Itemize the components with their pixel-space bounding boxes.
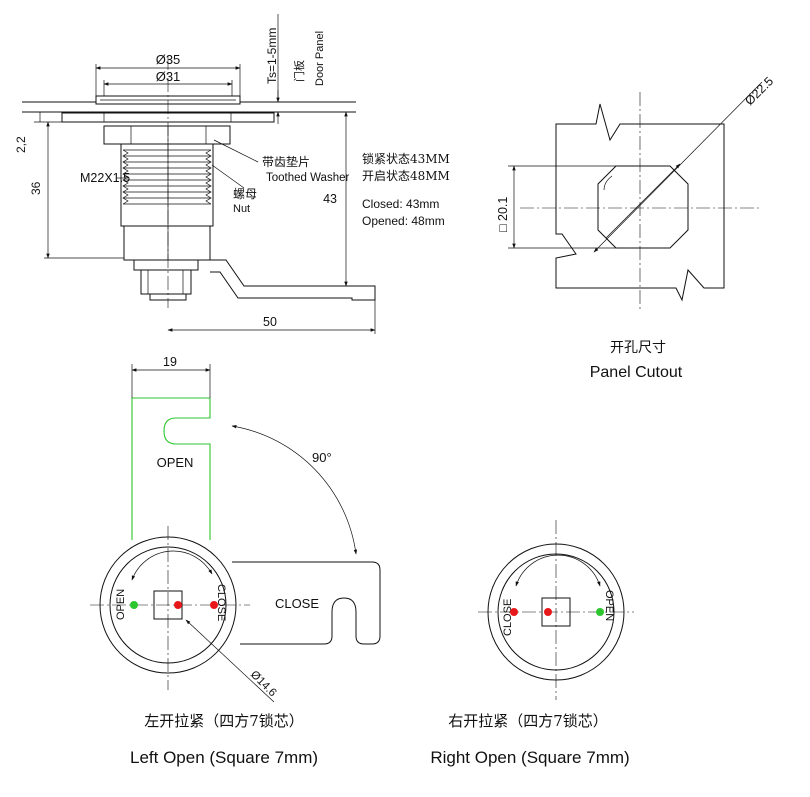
dim-total: 43	[323, 192, 337, 206]
lower-body	[123, 225, 211, 261]
open-cam-outline	[131, 397, 211, 540]
right-caption-cn: 右开拉紧（四方7锁芯）	[448, 712, 608, 730]
cam-open-label: OPEN	[157, 455, 194, 470]
cutout-dia: Ø22.5	[742, 74, 776, 108]
cam-close-label: CLOSE	[275, 596, 319, 611]
cutout-caption-cn: 开孔尺寸	[610, 340, 666, 356]
dial-close-right: CLOSE	[502, 599, 514, 636]
dim-core-dia: Ø14.6	[248, 669, 279, 700]
nut-label-cn: 螺母	[233, 187, 257, 201]
lower-nut	[133, 259, 199, 271]
washer-label-en: Toothed Washer	[266, 172, 349, 184]
left-open-view: OPEN 19 90° CLOSE OPEN CLOSE Ø14.6 左开拉紧（…	[90, 355, 381, 767]
core-indicator-left	[174, 601, 182, 609]
dial-open-right: OPEN	[603, 590, 615, 621]
state-closed-en: Closed: 43mm	[362, 197, 439, 211]
rotation-angle: 90°	[312, 450, 332, 465]
close-indicator-right	[510, 608, 518, 616]
cutout-caption-en: Panel Cutout	[590, 364, 683, 381]
open-indicator-left	[130, 601, 138, 609]
dim-outer-dia: Ø35	[156, 52, 181, 67]
right-caption-en: Right Open (Square 7mm)	[430, 748, 629, 767]
side-view: Ø35 Ø31 Ts=1-5mm 门板 Door Panel 2,2 36 M2…	[14, 14, 450, 334]
thread-lines	[122, 149, 212, 205]
state-open-cn: 开启状态48MM	[362, 169, 450, 183]
panel-thickness: Ts=1-5mm	[265, 28, 279, 84]
core-indicator-right	[544, 608, 552, 616]
cutout-panel-outline	[555, 103, 725, 302]
right-open-view: CLOSE OPEN 右开拉紧（四方7锁芯） Right Open (Squar…	[430, 520, 634, 767]
dim-cam: 50	[263, 315, 277, 329]
dim-body: 36	[29, 181, 43, 195]
door-panel-cn: 门板	[292, 60, 306, 82]
open-indicator-right	[596, 608, 604, 616]
close-indicator-left	[210, 601, 218, 609]
dial-open-left: OPEN	[115, 589, 127, 620]
dial-close-left: CLOSE	[215, 584, 227, 621]
left-caption-en: Left Open (Square 7mm)	[130, 748, 318, 767]
state-closed-cn: 锁紧状态43MM	[362, 151, 450, 166]
panel-cutout-view: Ø22.5 □ 20.1 开孔尺寸 Panel Cutout	[496, 74, 776, 381]
cam-arm	[210, 259, 376, 301]
nut-label-en: Nut	[233, 203, 250, 215]
spindle	[140, 269, 192, 295]
left-caption-cn: 左开拉紧（四方7锁芯）	[144, 712, 304, 730]
threaded-body	[120, 143, 214, 227]
state-open-en: Opened: 48mm	[362, 214, 445, 228]
dim-inner-dia: Ø31	[156, 69, 181, 84]
thread-spec: M22X1.5	[80, 171, 130, 185]
hex-nut	[103, 125, 231, 145]
dim-cam-width: 19	[163, 355, 177, 369]
dim-flange: 2,2	[14, 136, 28, 153]
cutout-hole	[597, 165, 689, 249]
cutout-flat: □ 20.1	[496, 197, 510, 232]
door-panel-en: Door Panel	[314, 31, 326, 86]
washer-label-cn: 带齿垫片	[262, 154, 310, 169]
closed-cam	[232, 561, 381, 645]
